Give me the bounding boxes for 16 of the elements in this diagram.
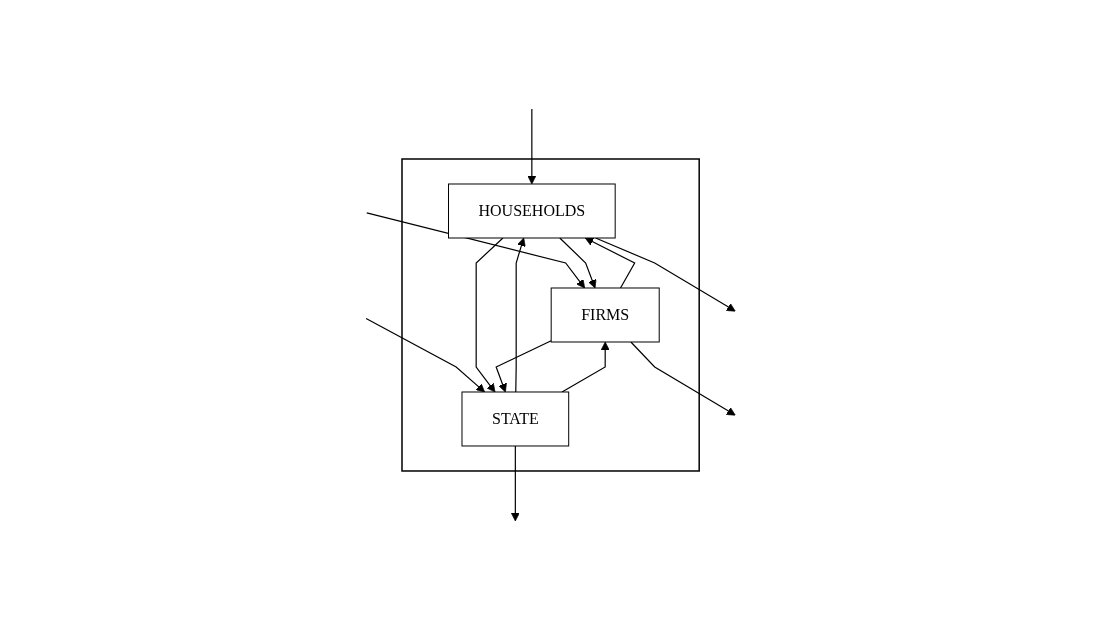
arrow bbox=[495, 340, 553, 393]
arrow bbox=[515, 237, 527, 393]
arrow bbox=[365, 317, 486, 393]
arrow bbox=[475, 237, 504, 393]
arrow bbox=[561, 341, 610, 393]
arrow bbox=[585, 237, 636, 289]
arrow bbox=[527, 108, 537, 185]
node-box: HOUSEHOLDS bbox=[448, 183, 617, 239]
arrow bbox=[630, 341, 737, 416]
arrow bbox=[366, 212, 586, 289]
arrow bbox=[559, 237, 597, 289]
node-box: FIRMS bbox=[551, 287, 661, 343]
node-box: STATE bbox=[461, 391, 570, 447]
arrow bbox=[511, 445, 521, 522]
cluster bbox=[401, 158, 701, 472]
arrow bbox=[595, 237, 737, 312]
